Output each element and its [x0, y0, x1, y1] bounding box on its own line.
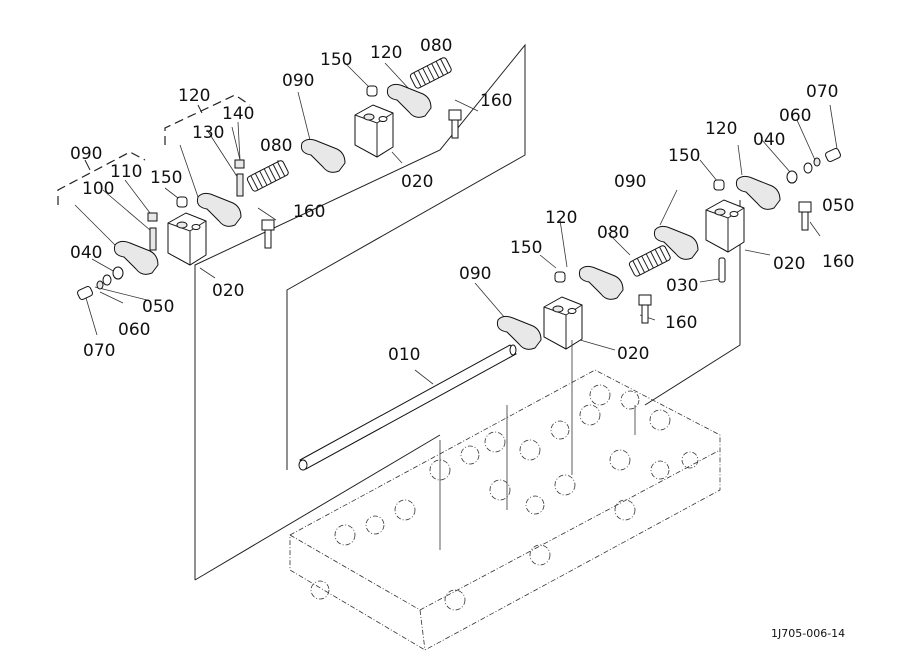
part-label-130: 130 — [192, 123, 225, 143]
part-label-040: 040 — [70, 243, 103, 263]
part-label-050: 050 — [142, 297, 175, 317]
part-label-120: 120 — [705, 119, 738, 139]
assembly-outline — [194, 43, 741, 581]
springs — [246, 57, 671, 277]
small-parts — [77, 85, 841, 301]
part-label-070: 070 — [83, 341, 116, 361]
part-label-100: 100 — [82, 179, 115, 199]
part-label-160: 160 — [293, 202, 326, 222]
part-label-050: 050 — [822, 196, 855, 216]
part-label-020: 020 — [617, 344, 650, 364]
part-label-090: 090 — [614, 172, 647, 192]
part-label-040: 040 — [753, 130, 786, 150]
part-label-080: 080 — [597, 223, 630, 243]
part-label-140: 140 — [222, 104, 255, 124]
part-label-120: 120 — [545, 208, 578, 228]
part-label-020: 020 — [212, 281, 245, 301]
part-label-090: 090 — [459, 264, 492, 284]
rocker-arms — [113, 83, 781, 350]
part-label-030: 030 — [666, 276, 699, 296]
part-label-160: 160 — [665, 313, 698, 333]
part-label-020: 020 — [773, 254, 806, 274]
part-label-110: 110 — [110, 162, 143, 182]
part-label-120: 120 — [370, 43, 403, 63]
leader-lines — [74, 57, 839, 385]
drawing-code: 1J705-006-14 — [771, 627, 846, 640]
part-label-080: 080 — [260, 136, 293, 156]
part-label-150: 150 — [668, 146, 701, 166]
part-label-090: 090 — [282, 71, 315, 91]
part-label-090: 090 — [70, 144, 103, 164]
part-label-150: 150 — [320, 50, 353, 70]
rocker-shaft — [298, 344, 517, 471]
part-label-060: 060 — [779, 106, 812, 126]
cylinder-head — [289, 340, 721, 651]
bolts — [261, 109, 812, 324]
part-label-150: 150 — [510, 238, 543, 258]
part-label-010: 010 — [388, 345, 421, 365]
part-label-020: 020 — [401, 172, 434, 192]
part-label-120: 120 — [178, 86, 211, 106]
part-label-070: 070 — [806, 82, 839, 102]
part-label-150: 150 — [150, 168, 183, 188]
part-label-080: 080 — [420, 36, 453, 56]
part-label-160: 160 — [822, 252, 855, 272]
part-label-160: 160 — [480, 91, 513, 111]
rocker-brackets — [167, 104, 745, 350]
kit-brackets — [57, 94, 251, 205]
part-label-060: 060 — [118, 320, 151, 340]
